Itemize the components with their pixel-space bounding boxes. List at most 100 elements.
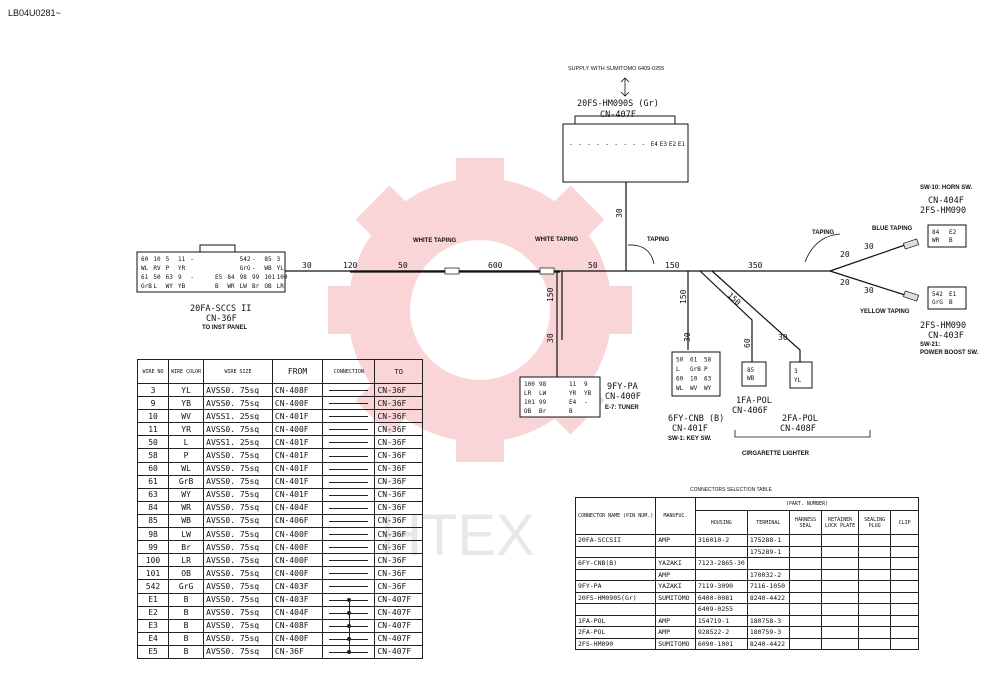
selection-empty-cell: [821, 626, 859, 639]
key-part: 6FY-CNB (B): [668, 414, 724, 424]
wire-size-cell: AVSS0. 75sq: [203, 553, 273, 568]
wire-no-cell: E5: [136, 644, 170, 659]
pin-label: L: [676, 366, 680, 373]
selection-empty-cell: [821, 591, 859, 604]
pin-label: -: [633, 141, 637, 148]
wire-to-cell: CN-36F: [374, 409, 423, 424]
connection-cell: [322, 618, 376, 633]
selection-mfr-cell: [655, 603, 696, 616]
selection-housing-cell: 6400-0081: [694, 591, 748, 604]
wire-no-cell: 58: [136, 448, 170, 463]
length-label: 30: [778, 333, 788, 342]
selection-mfr-cell: AMP: [655, 568, 696, 581]
wire-color-cell: WY: [168, 487, 205, 502]
pin-label: 60: [141, 256, 149, 263]
selection-empty-cell: [788, 580, 823, 593]
wire-no-cell: E1: [136, 592, 170, 607]
selection-empty-cell: [890, 545, 919, 558]
wire-size-cell: AVSS0. 75sq: [203, 382, 273, 398]
length-label: 20: [840, 250, 850, 259]
selection-conn-cell: 2FA-POL: [574, 626, 657, 639]
wire-size-cell: AVSS0. 75sq: [203, 540, 273, 555]
wire-size-cell: AVSS1. 25sq: [203, 409, 273, 424]
pin-label: 100: [277, 274, 288, 281]
selection-empty-cell: [890, 626, 919, 639]
wire-from-cell: CN-400F: [271, 553, 324, 568]
top-name: CN-407F: [600, 110, 636, 120]
pin-label: YR: [569, 390, 577, 397]
wire-no-cell: 98: [136, 527, 170, 542]
pin-label: WB: [747, 375, 755, 382]
pin-label: 60: [676, 376, 684, 383]
pin-label: YL: [277, 265, 285, 272]
wire-from-cell: CN-400F: [271, 631, 324, 646]
pin-label: WL: [676, 385, 684, 392]
left-note: TO INST PANEL: [202, 325, 247, 331]
pin-label: 63: [704, 376, 712, 383]
wire-no-cell: E2: [136, 605, 170, 620]
selection-empty-cell: [788, 603, 823, 616]
wire-from-cell: CN-401F: [271, 409, 324, 424]
pin-label: B: [949, 299, 953, 306]
wire-to-cell: CN-407F: [374, 631, 423, 646]
wire-to-cell: CN-36F: [374, 474, 423, 489]
wire-no-cell: 50: [136, 435, 170, 450]
pin-label: 9: [584, 381, 588, 388]
wire-color-cell: GrB: [168, 474, 205, 489]
selection-empty-cell: [788, 626, 823, 639]
connection-cell: [322, 579, 376, 594]
boost-note: SW-21:: [920, 342, 940, 348]
selection-empty-cell: [821, 603, 859, 616]
wire-size-cell: AVSS0. 75sq: [203, 618, 273, 633]
selection-header: MANUFUC.: [655, 497, 696, 535]
selection-housing-cell: 928522-2: [694, 626, 748, 639]
length-label: 50: [588, 261, 598, 270]
wire-size-cell: AVSS0. 75sq: [203, 487, 273, 502]
key-name: CN-401F: [672, 424, 708, 434]
wire-from-cell: CN-400F: [271, 566, 324, 581]
wire-from-cell: CN-404F: [271, 605, 324, 620]
selection-housing-cell: 6409-0255: [694, 603, 748, 616]
wire-from-cell: CN-400F: [271, 527, 324, 542]
wire-color-cell: B: [168, 605, 205, 620]
wire-no-cell: 85: [136, 513, 170, 529]
pin-label: E4: [651, 141, 659, 148]
wire-table-header: WIRE COLOR: [168, 359, 205, 384]
wire-to-cell: CN-36F: [374, 566, 423, 581]
selection-conn-cell: 20FA-SCCSII: [574, 534, 657, 547]
document-code: LB04U0281~: [8, 8, 61, 18]
wire-to-cell: CN-36F: [374, 579, 423, 594]
pin-label: YB: [178, 283, 186, 290]
pin-label: 3: [794, 368, 798, 375]
pin-label: GrG: [932, 299, 943, 306]
selection-empty-cell: [857, 614, 892, 627]
pin-label: -: [190, 256, 194, 263]
selection-mfr-cell: YAZAKI: [655, 557, 696, 570]
length-label: 150: [665, 261, 680, 270]
pin-label: WY: [704, 385, 712, 392]
pin-label: 101: [264, 274, 275, 281]
pin-label: YB: [584, 390, 592, 397]
connection-cell: [322, 474, 376, 489]
length-label: 600: [488, 261, 503, 270]
pin-label: 61: [141, 274, 149, 281]
connection-cell: [322, 605, 376, 620]
selection-conn-cell: 1FA-POL: [574, 614, 657, 627]
connection-cell: [322, 631, 376, 646]
pin-label: YR: [178, 265, 186, 272]
wire-table-header: CONNECTION: [322, 359, 376, 384]
selection-empty-cell: [821, 614, 859, 627]
selection-housing-cell: [694, 545, 748, 558]
taping-label-2: TAPING: [812, 230, 835, 236]
selection-empty-cell: [821, 580, 859, 593]
selection-empty-cell: [788, 568, 823, 581]
pin-label: LW: [539, 390, 547, 397]
wire-color-cell: Br: [168, 540, 205, 555]
